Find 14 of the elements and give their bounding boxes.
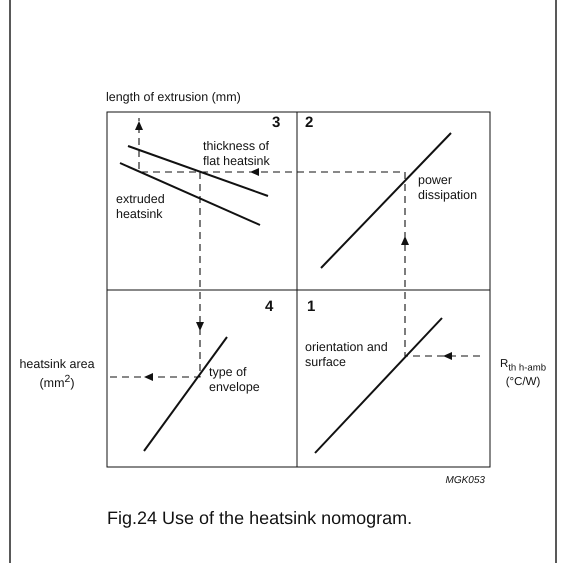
curve-label: orientation and surface xyxy=(305,340,389,370)
figure-caption: Fig.24 Use of the heatsink nomogram. xyxy=(107,507,412,529)
curve-label: power dissipation xyxy=(418,173,478,203)
axis-label: R$_{th h-amb}$ (°C/W) xyxy=(498,357,548,390)
axis-label: length of extrusion (mm) xyxy=(106,90,241,105)
axis-label: heatsink area (mm$^{2}$) xyxy=(18,357,96,392)
curve-label: type of envelope xyxy=(209,365,261,395)
quadrant-number: 2 xyxy=(305,115,314,130)
quadrant-number: 1 xyxy=(307,299,316,314)
curve-label: thickness of flat heatsink xyxy=(203,139,271,169)
figure-code: MGK053 xyxy=(446,474,485,488)
quadrant-number: 3 xyxy=(272,115,280,130)
quadrant-number: 4 xyxy=(265,299,274,314)
curve-label: extruded heatsink xyxy=(116,192,166,222)
